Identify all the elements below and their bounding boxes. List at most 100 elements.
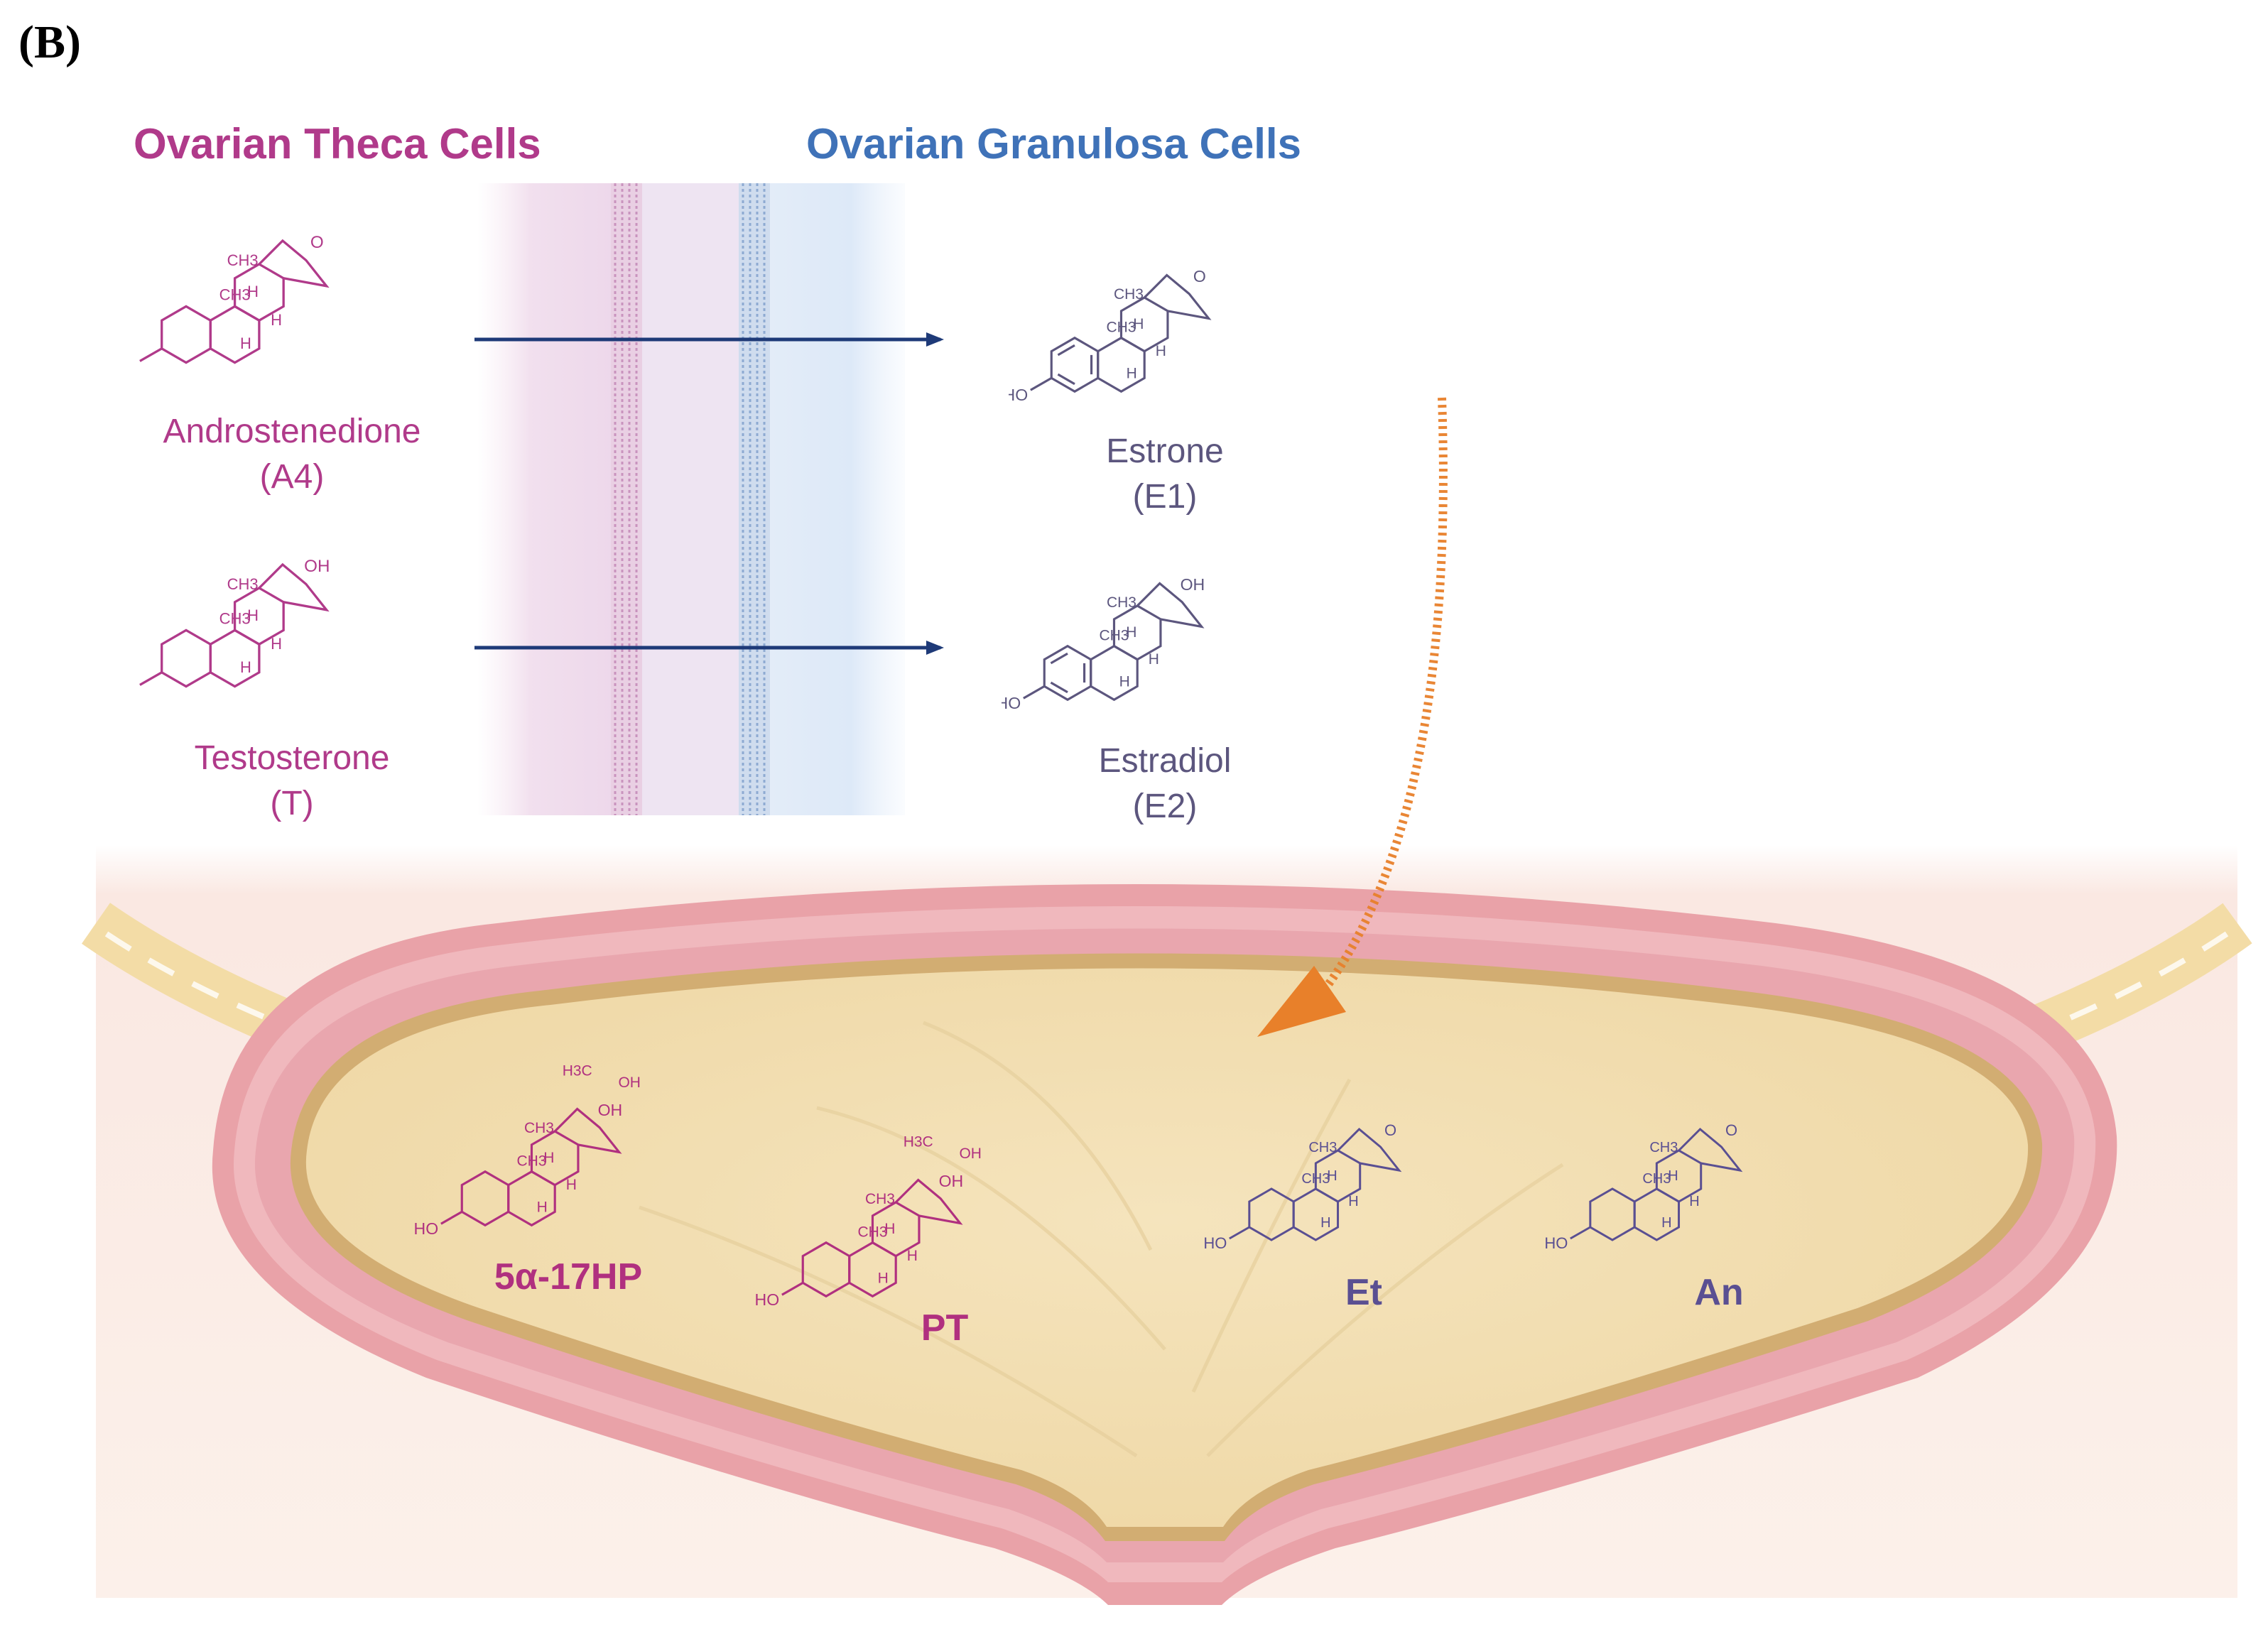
hydrogen-label: H — [247, 606, 259, 624]
ureter-right-highlight — [2044, 931, 2229, 1031]
urinary-excretion-arrow — [1318, 397, 1448, 997]
ring-2 — [848, 1241, 897, 1298]
hydrogen-label: H — [271, 635, 282, 653]
granulosa-membrane — [739, 183, 770, 815]
pt-label: PT — [921, 1307, 969, 1349]
methyl-label: CH3 — [219, 286, 251, 304]
estrone-name: Estrone — [1106, 432, 1224, 470]
methyl-label: CH3 — [219, 610, 251, 628]
oh-label: OH — [959, 1146, 982, 1162]
ring-1 — [1248, 1187, 1295, 1241]
tissue-fade — [96, 845, 2237, 895]
hydrogen-label: H — [240, 658, 251, 676]
methyl-label: CH3 — [1106, 319, 1136, 335]
5a-17hp-label: 5α-17HP — [494, 1256, 643, 1297]
c3-bond — [1023, 685, 1046, 700]
c3-bond — [139, 671, 163, 686]
hydrogen-label: H — [1320, 1215, 1330, 1231]
hydrogen-label: H — [1348, 1194, 1358, 1209]
methyl-label: CH3 — [516, 1153, 546, 1169]
hydrogen-label: H — [1156, 343, 1166, 359]
methyl-label: CH3 — [524, 1120, 554, 1136]
skeleton — [440, 1107, 622, 1227]
oh-label: OH — [618, 1074, 641, 1091]
ring-2 — [507, 1170, 556, 1227]
c17-label: OH — [1181, 575, 1205, 594]
aromatic-bond — [1057, 373, 1075, 386]
methyl-label: CH3 — [1649, 1140, 1678, 1155]
theca-membrane — [611, 183, 642, 815]
c17-label: O — [1193, 267, 1206, 285]
panel-label: (B) — [18, 16, 81, 68]
hydrogen-label: H — [1668, 1168, 1678, 1184]
methyl-label: CH3 — [1107, 594, 1136, 611]
ring-2 — [1633, 1187, 1681, 1241]
methyl-label: CH3 — [1099, 627, 1129, 643]
estradiol-abbr: (E2) — [1132, 788, 1198, 825]
methyl-label: CH3 — [857, 1224, 887, 1240]
skeleton — [781, 1178, 963, 1298]
h3c-label: H3C — [563, 1062, 592, 1079]
c17-label: OH — [598, 1101, 623, 1119]
hydrogen-label: H — [1126, 624, 1136, 641]
hydrogen-label: H — [1689, 1194, 1699, 1209]
methyl-label: CH3 — [1301, 1171, 1330, 1187]
granulosa-cell-region — [770, 183, 905, 815]
skeleton — [139, 239, 330, 364]
hydrogen-label: H — [240, 334, 251, 352]
c3-bond — [1030, 377, 1053, 391]
ureter-left-highlight — [104, 931, 293, 1031]
hydrogen-label: H — [1661, 1215, 1671, 1231]
hydrogen-label: H — [247, 283, 259, 300]
granulosa-header: Ovarian Granulosa Cells — [806, 120, 1301, 168]
hydrogen-label: H — [543, 1150, 554, 1166]
theca-header: Ovarian Theca Cells — [134, 120, 541, 168]
c3-bond — [139, 347, 163, 362]
ring-1 — [801, 1241, 851, 1298]
hydrogen-label: H — [537, 1199, 548, 1215]
et-label: Et — [1345, 1272, 1382, 1313]
ring-d — [895, 1178, 963, 1225]
ring-2 — [1292, 1187, 1340, 1241]
hydrogen-label: H — [1133, 316, 1144, 332]
hydrogen-label: H — [1119, 673, 1130, 690]
ring-1 — [1589, 1187, 1636, 1241]
skeleton — [1023, 582, 1205, 702]
c3-label: HO — [1203, 1234, 1227, 1252]
methyl-label: CH3 — [865, 1191, 895, 1207]
ring-d — [1337, 1127, 1402, 1172]
c17-label: O — [310, 233, 324, 252]
ring-d — [258, 562, 330, 612]
ring-1 — [161, 629, 212, 688]
estradiol-name: Estradiol — [1098, 742, 1232, 780]
methyl-label: CH3 — [1114, 286, 1144, 303]
ring-d — [554, 1107, 622, 1154]
testosterone-abbr: (T) — [270, 785, 314, 822]
methyl-label: CH3 — [1308, 1140, 1337, 1155]
androstenedione-abbr: (A4) — [259, 458, 325, 496]
androstenedione-name: Androstenedione — [163, 413, 421, 450]
testosterone-name: Testosterone — [194, 739, 390, 777]
intercellular-region — [642, 183, 739, 815]
ring-d — [258, 239, 330, 288]
hydrogen-label: H — [1149, 651, 1159, 668]
ring-d — [1144, 273, 1212, 320]
c17-label: O — [1725, 1121, 1737, 1139]
hydrogen-label: H — [1327, 1168, 1337, 1184]
hydrogen-label: H — [884, 1221, 895, 1237]
aromatic-bond — [1057, 344, 1075, 357]
h3c-label: H3C — [904, 1133, 933, 1150]
methyl-label: CH3 — [227, 251, 259, 269]
c17-label: OH — [939, 1172, 964, 1190]
skeleton — [1570, 1127, 1743, 1241]
methyl-label: CH3 — [227, 575, 259, 593]
estrone-abbr: (E1) — [1132, 478, 1198, 516]
